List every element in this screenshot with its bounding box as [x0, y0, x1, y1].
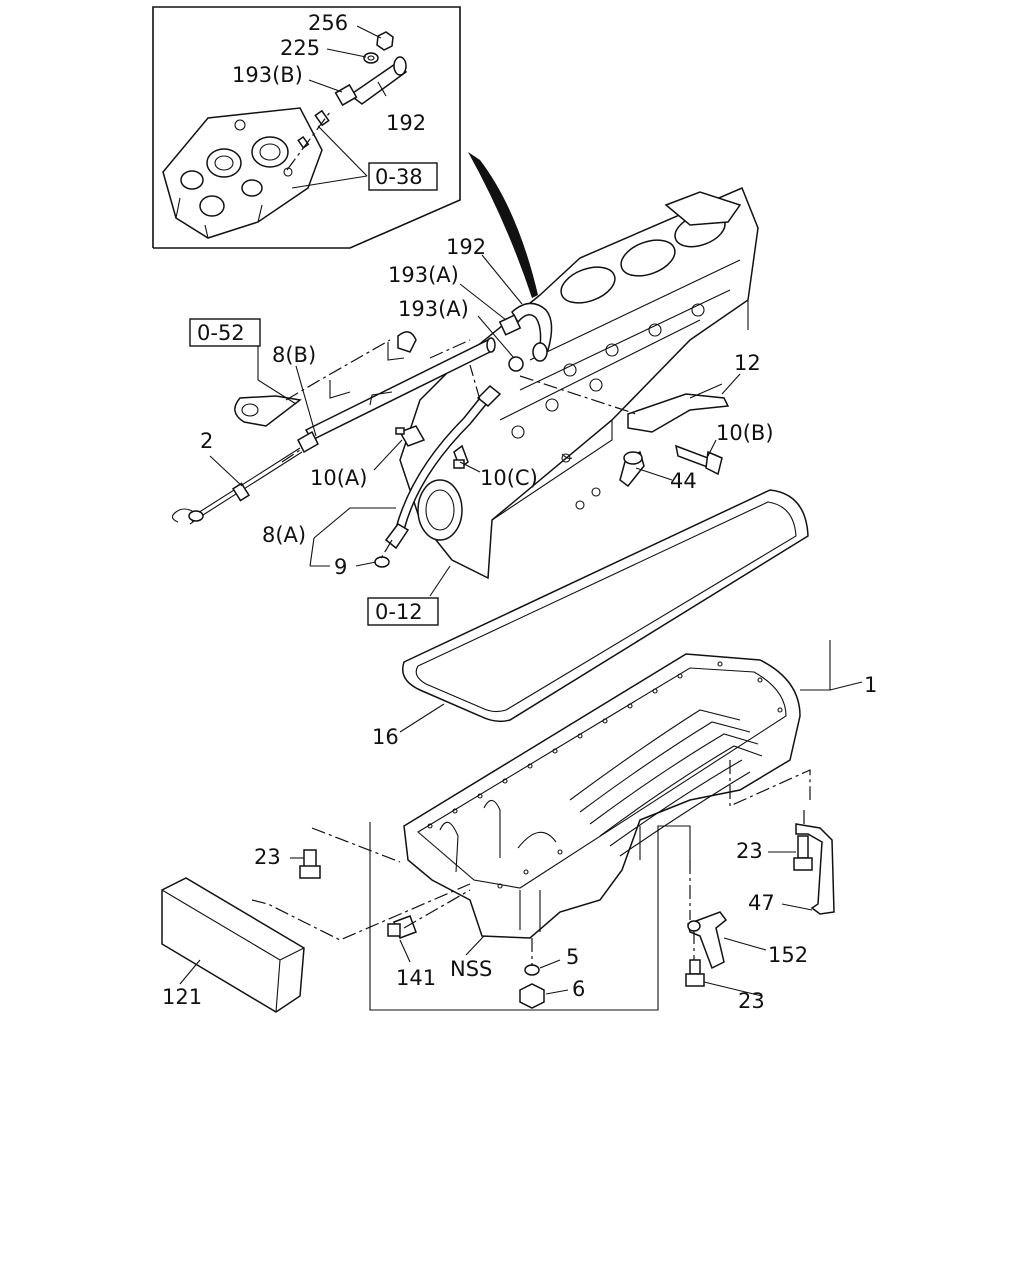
callout-44: 44 [670, 469, 697, 493]
callout-256: 256 [308, 11, 348, 35]
ref-038: 0-38 [375, 165, 423, 189]
dipstick-2 [171, 447, 303, 525]
insulator-121 [161, 877, 305, 1013]
leader-lines [179, 254, 863, 997]
callout-23-bottom: 23 [738, 989, 765, 1013]
oil-pan-1 [403, 653, 801, 939]
bolt-141 [387, 915, 417, 939]
callout-193a-1: 193(A) [388, 263, 459, 287]
bolt-23-left-centerline [311, 827, 401, 863]
bolt-10b [674, 444, 723, 476]
guide-bracket-052 [234, 331, 471, 427]
callout-2: 2 [200, 429, 213, 453]
pan-baffle-mid [483, 799, 501, 858]
drain-plug-6 [519, 983, 545, 1009]
tube-8a-centerline [379, 364, 481, 561]
fitting-193a-2 [508, 356, 524, 372]
ref-box-052 [189, 318, 261, 347]
callout-10a: 10(A) [310, 466, 367, 490]
inset-nut-256 [376, 31, 394, 51]
ref-052: 0-52 [197, 321, 245, 345]
tube-8a [384, 384, 502, 550]
engine-block [399, 187, 759, 580]
stud-44 [619, 450, 645, 488]
gasket-16 [402, 489, 809, 723]
callout-193a-2: 193(A) [398, 297, 469, 321]
inset-pointer-wedge [468, 152, 538, 298]
inset-pipe-192 [348, 56, 408, 105]
callout-23-left: 23 [254, 845, 281, 869]
inset-frame [152, 6, 461, 249]
callout-nss: NSS [450, 957, 492, 981]
inset-fitting-193b [334, 83, 358, 107]
pan-baffle-sump [517, 831, 557, 849]
callout-121: 121 [162, 985, 202, 1009]
callout-16: 16 [372, 725, 399, 749]
callout-225: 225 [280, 36, 320, 60]
bolt-23-bottom [685, 959, 705, 987]
inset-view: 256 225 193(B) 192 0-38 [152, 6, 461, 249]
pan-group-frame-top [800, 640, 831, 691]
guide-tube-8b [297, 337, 496, 454]
callout-5: 5 [566, 945, 579, 969]
oil-pan-ribs [569, 709, 763, 857]
bracket-12 [627, 383, 730, 433]
pipe-47 [795, 823, 835, 915]
callout-8b: 8(B) [272, 343, 316, 367]
callout-6: 6 [572, 977, 585, 1001]
callout-8a: 8(A) [262, 523, 306, 547]
bracket-12-centerline [519, 375, 637, 415]
insulator-centerline [251, 883, 471, 941]
callout-192: 192 [446, 235, 486, 259]
callout-193b: 193(B) [232, 63, 303, 87]
callout-152: 152 [768, 943, 808, 967]
inset-washer-225 [363, 52, 379, 64]
pan-group-frame [369, 822, 691, 1011]
o-ring-9 [374, 556, 390, 568]
ref-012: 0-12 [375, 600, 423, 624]
ref-box-038 [368, 162, 438, 191]
bracket-152-centerline [689, 860, 695, 960]
callout-141: 141 [396, 966, 436, 990]
pan-bolt-holes [427, 661, 783, 889]
callout-10c: 10(C) [480, 466, 538, 490]
callout-47: 47 [748, 891, 775, 915]
pan-baffle-left [439, 821, 459, 873]
inset-engine-head [162, 107, 323, 239]
bolt-23-right [793, 835, 813, 871]
ref-box-012 [367, 597, 439, 626]
callout-10b: 10(B) [716, 421, 774, 445]
washer-5 [524, 964, 540, 976]
pan-sump-walls [519, 890, 541, 932]
callout-12: 12 [734, 351, 761, 375]
callout-9: 9 [334, 555, 347, 579]
fitting-193a-1 [498, 314, 522, 336]
bolt-10a [395, 425, 426, 447]
callout-23-right: 23 [736, 839, 763, 863]
bolt-23-left [299, 849, 321, 879]
bracket-152 [687, 911, 728, 970]
callout-192-inset: 192 [386, 111, 426, 135]
small-fitting [561, 453, 573, 460]
callout-1: 1 [864, 673, 877, 697]
pipe-192 [511, 302, 553, 362]
bolt-141-centerline [403, 889, 471, 929]
